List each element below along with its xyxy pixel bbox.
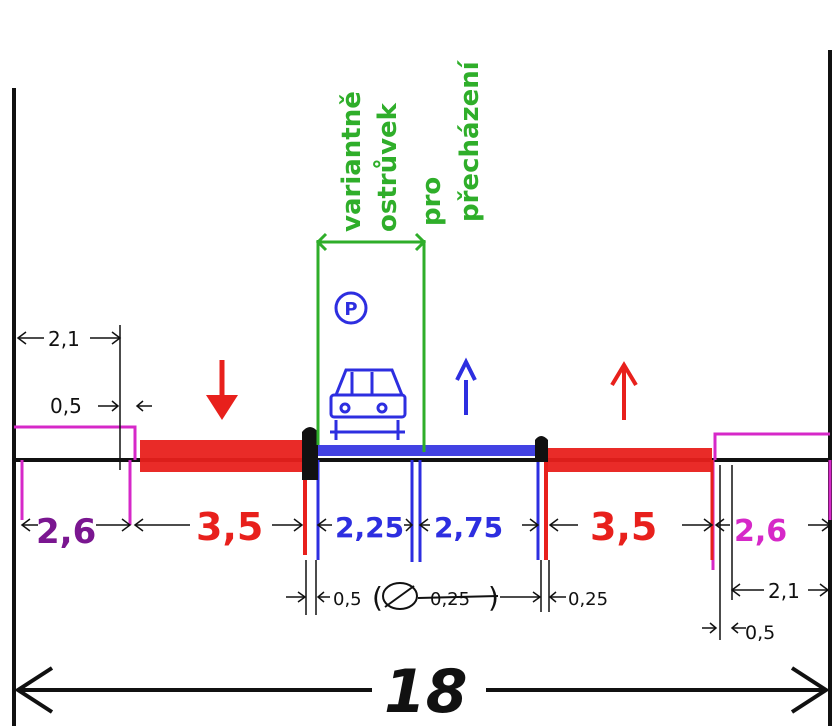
dim-right-bottom bbox=[702, 465, 830, 640]
up-arrow-icon bbox=[455, 357, 477, 415]
dim-separator-label: 0,25 bbox=[568, 589, 608, 610]
left-lane-width: 3,5 bbox=[196, 505, 263, 549]
blue-lane-band bbox=[318, 445, 540, 456]
right-lane-width: 3,5 bbox=[590, 505, 657, 549]
dim-paren-close: ) bbox=[488, 581, 499, 614]
dim-paren-open: ( bbox=[372, 581, 383, 614]
note-line-1: variantně bbox=[337, 91, 367, 232]
dim-right-offset-label: 0,5 bbox=[745, 622, 775, 644]
dim-total bbox=[14, 666, 830, 714]
right-median-post bbox=[535, 436, 548, 462]
left-sidewalk-outline bbox=[14, 425, 137, 525]
left-median-post bbox=[302, 427, 318, 480]
note-line-4: přecházení bbox=[455, 59, 485, 222]
up-arrow-icon-right bbox=[610, 361, 638, 420]
note-line-3: pro bbox=[417, 177, 447, 226]
dim-left-offset-label: 0,5 bbox=[50, 394, 82, 418]
dim-median-label: 0,5 bbox=[333, 589, 362, 610]
dim-struck-line bbox=[417, 595, 499, 599]
left-sidewalk-width: 2,6 bbox=[36, 512, 96, 552]
dim-median-arrows bbox=[286, 591, 566, 603]
parking-lane-width: 2,25 bbox=[335, 511, 404, 544]
island-note: variantně ostrůvek pro přecházení bbox=[337, 59, 485, 232]
dim-row-arrows bbox=[20, 518, 832, 532]
parking-sign-icon: P bbox=[334, 291, 368, 325]
dim-right-bottom-label: 2,1 bbox=[768, 579, 800, 603]
right-sidewalk-width: 2,6 bbox=[734, 514, 787, 549]
dim-left-top-label: 2,1 bbox=[48, 327, 80, 351]
left-lane-band bbox=[140, 440, 305, 472]
bike-lane-width: 2,75 bbox=[434, 511, 503, 544]
right-sidewalk-outline bbox=[711, 432, 832, 570]
total-width-label: 18 bbox=[384, 657, 468, 726]
car-icon bbox=[329, 368, 407, 440]
dim-left-offset bbox=[98, 400, 152, 412]
strike-mark bbox=[382, 582, 418, 610]
parking-sign-letter: P bbox=[344, 299, 357, 320]
crossing-island-outline bbox=[315, 232, 427, 452]
right-lane-band bbox=[545, 448, 712, 472]
note-line-2: ostrůvek bbox=[372, 102, 403, 232]
down-arrow-icon bbox=[206, 360, 238, 420]
dim-left-top bbox=[16, 325, 122, 470]
dim-struck-label: 0,25 bbox=[430, 589, 470, 610]
